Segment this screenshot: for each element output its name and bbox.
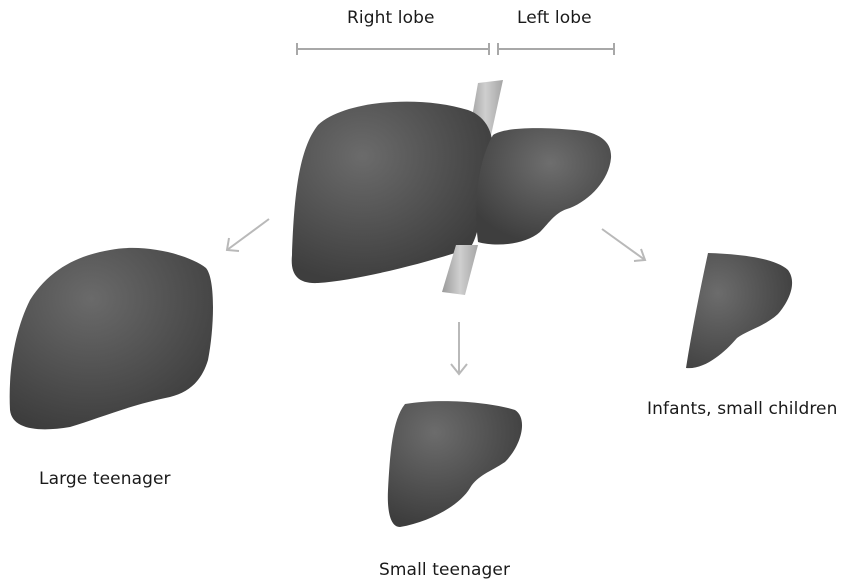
left-lobe-shape — [476, 128, 611, 244]
arrow-down-right-icon — [602, 229, 645, 261]
left-lobe-bracket — [498, 43, 614, 55]
large-teenager-graft — [10, 248, 213, 429]
infants-label: Infants, small children — [647, 399, 838, 419]
infants-graft — [686, 253, 792, 368]
small-teenager-label: Small teenager — [379, 560, 510, 580]
large-teenager-label: Large teenager — [39, 469, 171, 489]
right-lobe-bracket — [297, 43, 489, 55]
arrow-down-icon — [451, 322, 467, 374]
left-lobe-label: Left lobe — [517, 8, 592, 28]
arrow-down-left-icon — [227, 219, 269, 251]
small-teenager-graft — [388, 401, 522, 527]
right-lobe-label: Right lobe — [347, 8, 435, 28]
